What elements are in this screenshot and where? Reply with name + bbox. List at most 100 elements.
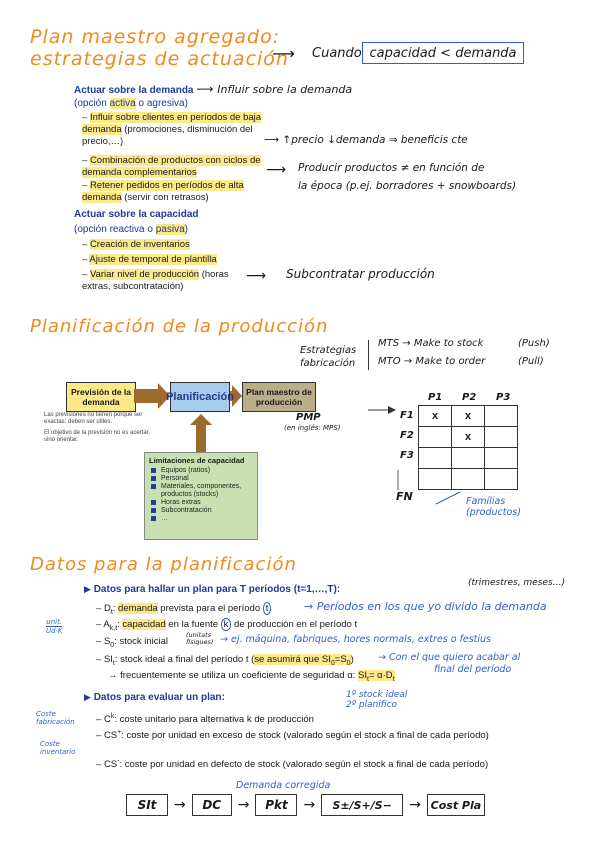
forecast-note-2: El objetivo de la previsión no es acerta… <box>44 430 151 443</box>
stock-note: 1º stock ideal 2º planifico <box>346 690 408 710</box>
bullet-triangle-icon: ▶ <box>84 584 91 594</box>
limit-item: … <box>151 515 257 523</box>
families-note: Famílias (productos) <box>466 496 521 518</box>
limit-item: Personal <box>151 475 257 483</box>
arrow-right-icon: → <box>303 797 316 813</box>
flow-step-s: S±/S+/S− <box>321 794 404 816</box>
si-note: → Con el que quiero acabar al final del … <box>378 652 521 675</box>
grid-cell: x <box>451 405 485 427</box>
si-line: – SIt: stock ideal a final del período t… <box>96 654 354 667</box>
cost-fab-note: Coste fabricación <box>36 710 75 726</box>
limit-item: Equipos (ratios) <box>151 467 257 475</box>
arrow-right-icon: → <box>409 797 421 813</box>
cs-plus-line: – CS+: coste por unidad en exceso de sto… <box>96 729 489 742</box>
arrow-right-icon: → <box>174 797 186 813</box>
grid-cell: x <box>418 405 452 427</box>
grid-cell <box>484 405 518 427</box>
grid-cell <box>451 468 485 490</box>
d-line: – Dt: demanda prevista para el período t <box>96 602 272 619</box>
grid-cell <box>484 426 518 448</box>
planning-box: Planificación <box>166 382 234 412</box>
option-active: (opción activa o agresiva) <box>74 98 188 109</box>
periods-note: (trimestres, meses…) <box>468 578 566 588</box>
demand-item-3: – Retener pedidos en períodos de alta de… <box>82 180 244 203</box>
flow-note: Demanda corregida <box>236 780 331 791</box>
arrow-right-icon: ⟶ <box>272 44 295 63</box>
grid-col-p3: P3 <box>496 392 511 403</box>
arrow-planning-to-master <box>226 385 242 407</box>
units-note: unit. Ud·K <box>46 618 63 635</box>
grid-cell <box>484 447 518 469</box>
limit-item: Horas extras <box>151 499 257 507</box>
cost-inv-note: Coste inventario <box>40 740 76 756</box>
forecast-box: Previsión de la demanda <box>66 382 136 412</box>
d-note: → Períodos en los que yo divido la deman… <box>304 600 547 613</box>
grid-row-f3: F3 <box>400 450 414 461</box>
head1: ▶ Datos para hallar un plan para T perío… <box>84 584 341 595</box>
grid-row-f2: F2 <box>400 430 414 441</box>
grid-row-fn: FN <box>396 490 413 503</box>
capacity-heading: Actuar sobre la capacidad <box>74 209 199 220</box>
mts-tag: (Push) <box>518 338 550 349</box>
grid-cell <box>418 426 452 448</box>
grid-cell <box>484 468 518 490</box>
pmp-arrowhead <box>388 406 396 414</box>
capacity-limits-box: Limitaciones de capacidad Equipos (ratio… <box>144 452 258 540</box>
brace <box>368 340 373 370</box>
frequent-line: → frecuentemente se utiliza un coeficien… <box>108 670 395 683</box>
grid-col-p2: P2 <box>462 392 477 403</box>
limit-item: Subcontratación <box>151 507 257 515</box>
master-plan-box: Plan maestro de producción <box>242 382 316 412</box>
demand-note: Influir sobre la demanda <box>217 83 353 96</box>
section2-title: Planificación de la producción <box>30 316 329 337</box>
s0-units-note: (unitats físiques) <box>186 631 214 646</box>
pmp-label: PMP <box>296 412 321 423</box>
strategies-label: Estrategias fabricación <box>300 345 357 369</box>
grid-row-f1: F1 <box>400 410 414 421</box>
cap-item-3: – Variar nivel de producción (horas extr… <box>82 269 229 292</box>
s0-line: – S0: stock inicial <box>96 636 169 649</box>
arrow-right-icon: → <box>237 797 250 813</box>
section1-title-line1: Plan maestro agregado: <box>30 26 281 48</box>
a-note: → ej. máquina, fabriques, hores normals,… <box>220 634 491 645</box>
section3-title: Datos para la planificación <box>30 554 297 575</box>
flow-step-dc: DC <box>191 794 232 816</box>
flow-step-p: Pkt <box>255 794 298 816</box>
mto-tag: (Pull) <box>518 356 544 367</box>
flow-step-cost: Cost Pla <box>426 794 485 816</box>
condition-box: capacidad < demanda <box>362 42 524 64</box>
cap-item-2: – Ajuste de temporal de plantilla <box>82 254 217 265</box>
item1-note: ⟶ ↑precio ↓demanda ⇒ beneficis cte <box>264 134 468 146</box>
section1-title-line2: estrategias de actuación <box>30 48 289 70</box>
when-label: Cuando <box>312 46 362 61</box>
grid-cell <box>418 468 452 490</box>
demand-item-1: – Influir sobre clientes en períodos de … <box>82 112 262 147</box>
pmp-sub: (en inglés: MPS) <box>284 424 341 432</box>
cap-item3-note: Subcontratar producción <box>286 267 435 281</box>
flow-step-si: SIt <box>126 794 168 816</box>
families-connector <box>435 491 461 505</box>
mto-line: MTO → Make to order <box>378 356 486 367</box>
head2: ▶ Datos para evaluar un plan: <box>84 692 225 703</box>
grid-cell: x <box>451 426 485 448</box>
mts-line: MTS → Make to stock <box>378 338 484 349</box>
cs-minus-line: – CS-: coste por unidad en defecto de st… <box>96 758 489 771</box>
item2-note-line2: la época (p.ej. borradores + snowboards) <box>298 180 517 192</box>
arrow-limits-to-planning <box>190 414 212 452</box>
cap-item-1: – Creación de inventarios <box>82 239 190 250</box>
arrow-right-icon: ⟶ <box>196 82 218 96</box>
limit-item: Materiales, componentes, productos (stoc… <box>151 483 257 499</box>
flow-row: SIt → DC → Pkt → S±/S+/S− → Cost Pla <box>126 794 485 816</box>
forecast-note-1: Las previsiones no tienen porque ser exa… <box>44 412 143 425</box>
arrow-right-icon: ⟶ <box>266 162 287 178</box>
grid-cell <box>418 447 452 469</box>
grid-cell <box>451 447 485 469</box>
bullet-triangle-icon: ▶ <box>84 692 91 702</box>
arrow-right-icon: ⟶ <box>246 268 267 284</box>
demand-heading: Actuar sobre la demanda <box>74 85 194 96</box>
option-passive: (opción reactiva o pasiva) <box>74 224 188 235</box>
flow-arrows <box>134 383 461 505</box>
ck-line: – Ck: coste unitario para alternativa k … <box>96 713 314 726</box>
item2-note-line1: Producir productos ≠ en función de <box>298 162 485 174</box>
